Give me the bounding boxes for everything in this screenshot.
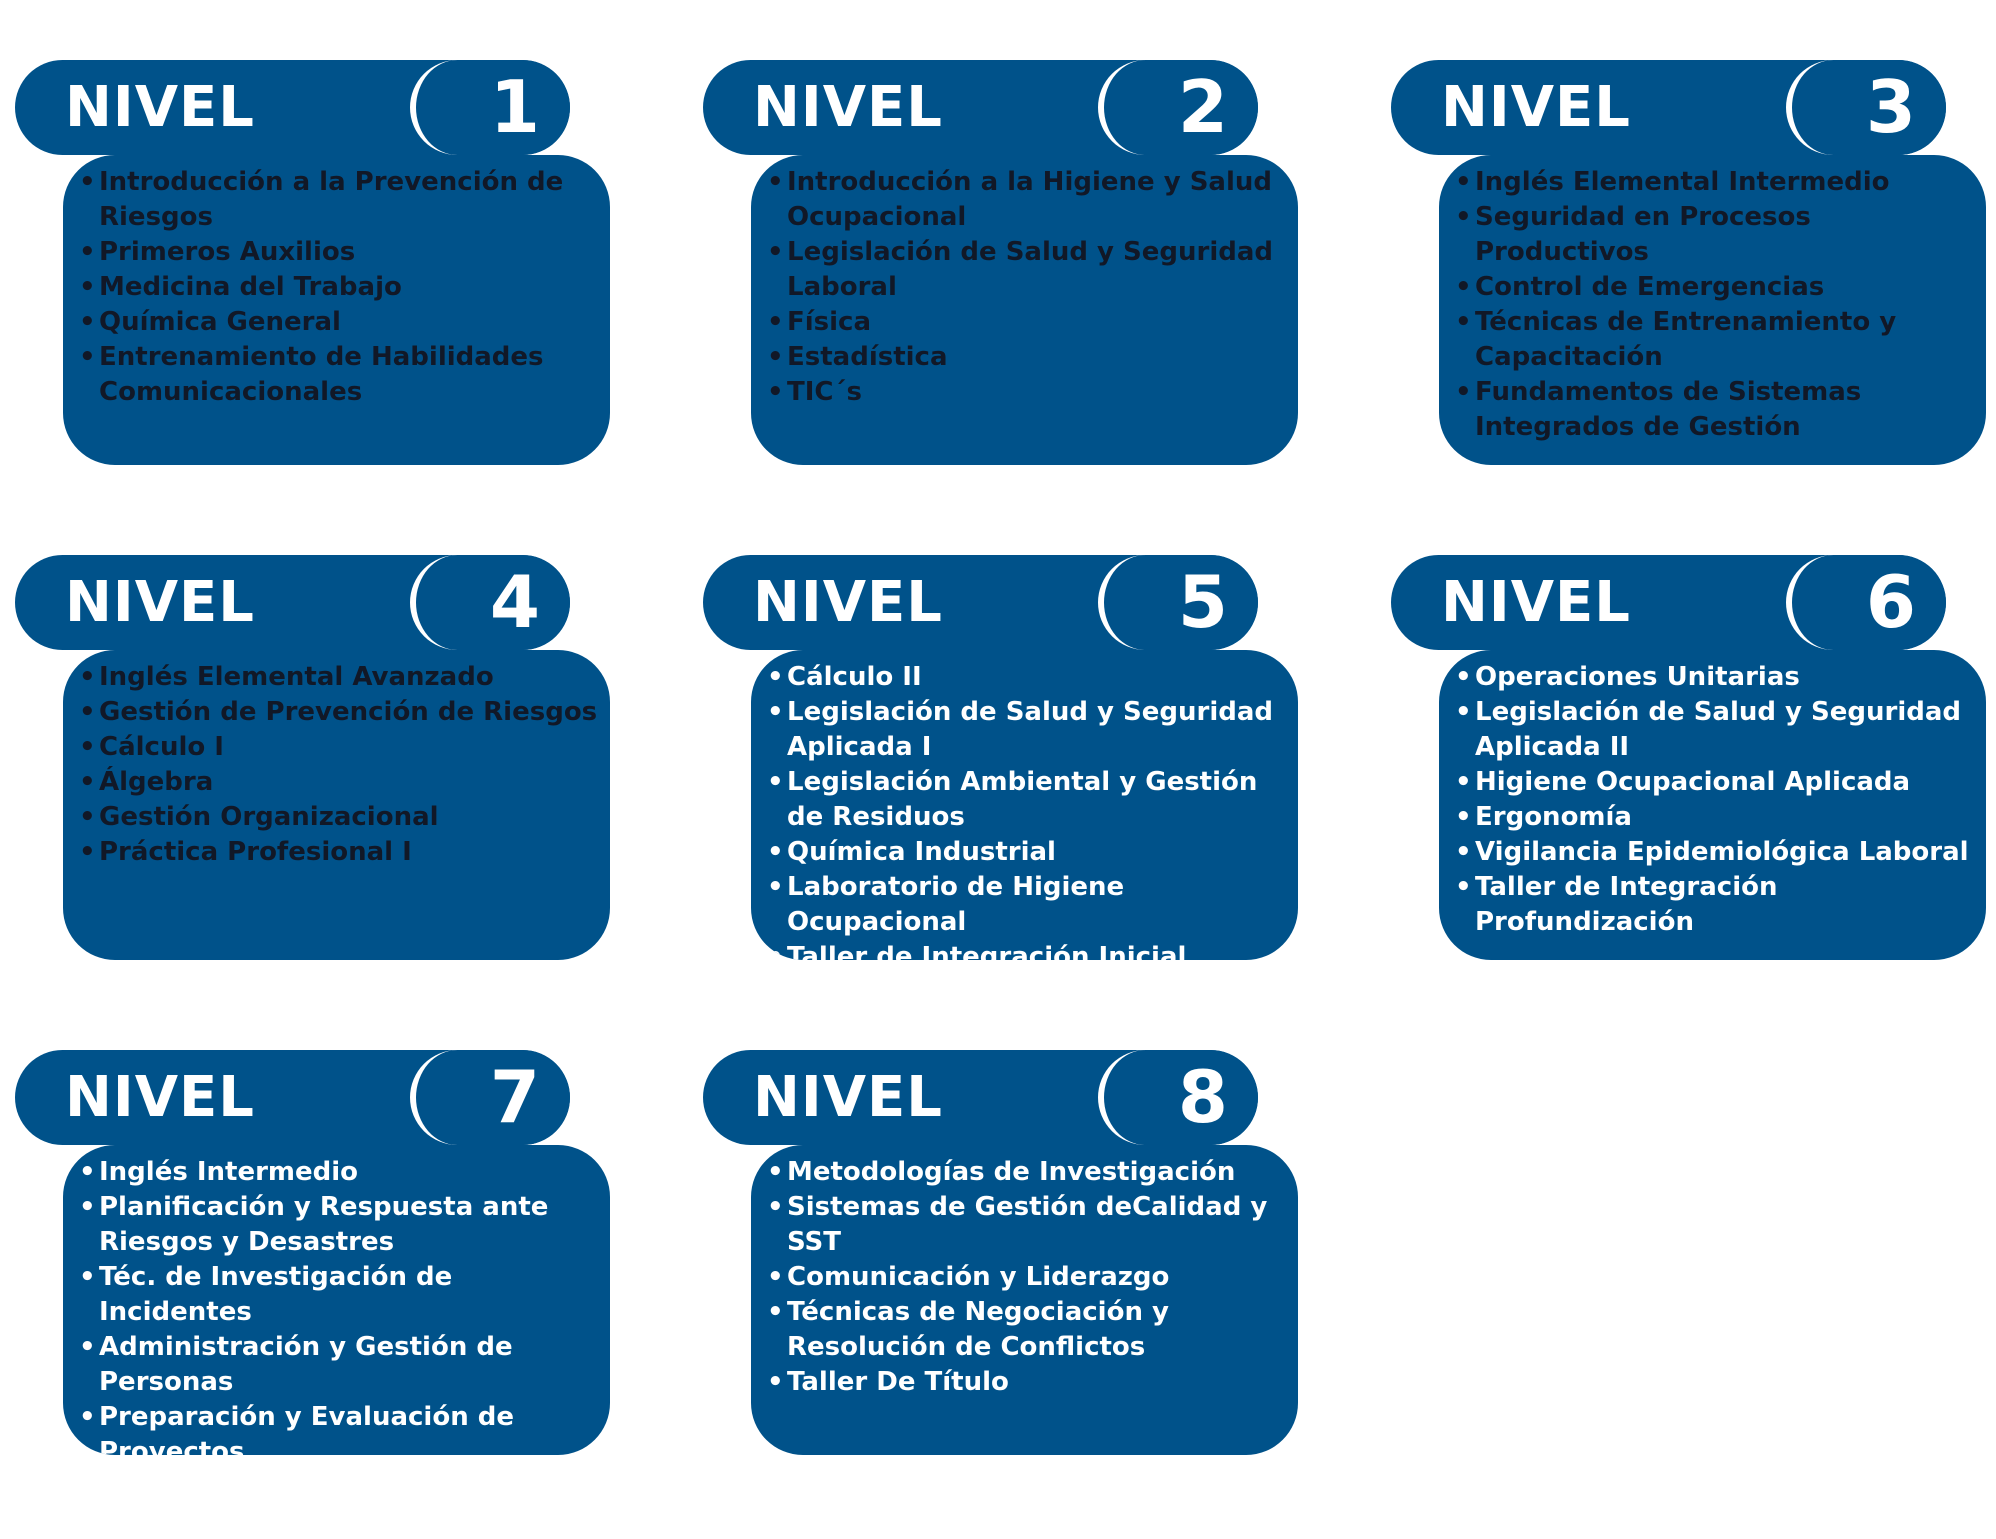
course-item: Laboratorio de Higiene Ocupacional — [767, 870, 1292, 940]
level-number: 8 — [1177, 1055, 1228, 1139]
level-label: NIVEL — [65, 570, 255, 635]
level-number: 7 — [489, 1055, 540, 1139]
course-item: Introducción a la Higiene y Salud Ocupac… — [767, 165, 1292, 235]
course-list-card: Introducción a la Prevención de RiesgosP… — [63, 155, 610, 465]
course-item: Inglés Intermedio — [79, 1155, 604, 1190]
level-number-tab: 3 — [1786, 60, 1946, 155]
course-item: Entrenamiento de Habilidades Comunicacio… — [79, 340, 604, 410]
course-item: Química Industrial — [767, 835, 1292, 870]
course-item: Gestión de Prevención de Riesgos — [79, 695, 604, 730]
course-item: Estadística — [767, 340, 1292, 375]
course-item: Metodologías de Investigación — [767, 1155, 1292, 1190]
course-item: Legislación de Salud y Seguridad Laboral — [767, 235, 1292, 305]
level-number-tab: 8 — [1098, 1050, 1258, 1145]
course-item: Física — [767, 305, 1292, 340]
course-list-card: Inglés Elemental IntermedioSeguridad en … — [1439, 155, 1986, 465]
course-list-card: Metodologías de InvestigaciónSistemas de… — [751, 1145, 1298, 1455]
course-list-card: Inglés IntermedioPlanificación y Respues… — [63, 1145, 610, 1455]
level-number: 4 — [489, 560, 540, 644]
level-card-8: NIVEL 8Metodologías de InvestigaciónSiste… — [688, 990, 1328, 1460]
course-list-card: Cálculo IILegislación de Salud y Segurid… — [751, 650, 1298, 960]
course-item: Cálculo II — [767, 660, 1292, 695]
course-item: Gestión Organizacional — [79, 800, 604, 835]
course-item: Téc. de Investigación de Incidentes — [79, 1260, 604, 1330]
course-item: Álgebra — [79, 765, 604, 800]
course-item: Inglés Elemental Intermedio — [1455, 165, 1980, 200]
course-item: Práctica Profesional I — [79, 835, 604, 870]
level-number-tab: 2 — [1098, 60, 1258, 155]
level-card-1: NIVEL 1Introducción a la Prevención de Ri… — [0, 0, 640, 470]
level-number-tab: 4 — [410, 555, 570, 650]
level-number-tab: 1 — [410, 60, 570, 155]
course-item: Preparación y Evaluación de Proyectos — [79, 1400, 604, 1455]
course-item: Primeros Auxilios — [79, 235, 604, 270]
level-card-4: NIVEL 4Inglés Elemental AvanzadoGestión d… — [0, 495, 640, 965]
course-item: Inglés Elemental Avanzado — [79, 660, 604, 695]
course-item: Legislación Ambiental y Gestión de Resid… — [767, 765, 1292, 835]
level-label: NIVEL — [1441, 75, 1631, 140]
course-item: Taller de Integración Profundización — [1455, 870, 1980, 940]
course-item: Planificación y Respuesta ante Riesgos y… — [79, 1190, 604, 1260]
course-list: Inglés IntermedioPlanificación y Respues… — [79, 1155, 604, 1455]
course-item: Administración y Gestión de Personas — [79, 1330, 604, 1400]
level-number-tab: 6 — [1786, 555, 1946, 650]
course-list: Operaciones UnitariasLegislación de Salu… — [1455, 660, 1980, 940]
level-card-3: NIVEL 3Inglés Elemental IntermedioSegurid… — [1376, 0, 1996, 470]
course-item: Técnicas de Entrenamiento y Capacitación — [1455, 305, 1980, 375]
course-list: Metodologías de InvestigaciónSistemas de… — [767, 1155, 1292, 1400]
level-card-2: NIVEL 2Introducción a la Higiene y Salud … — [688, 0, 1328, 470]
level-number: 6 — [1865, 560, 1916, 644]
course-item: Legislación de Salud y Seguridad Aplicad… — [767, 695, 1292, 765]
course-item: Comunicación y Liderazgo — [767, 1260, 1292, 1295]
course-list-card: Inglés Elemental AvanzadoGestión de Prev… — [63, 650, 610, 960]
level-label: NIVEL — [65, 75, 255, 140]
level-number-tab: 7 — [410, 1050, 570, 1145]
course-item: Técnicas de Negociación y Resolución de … — [767, 1295, 1292, 1365]
course-list-card: Operaciones UnitariasLegislación de Salu… — [1439, 650, 1986, 960]
course-item: Fundamentos de Sistemas Integrados de Ge… — [1455, 375, 1980, 445]
course-item: Vigilancia Epidemiológica Laboral — [1455, 835, 1980, 870]
level-label: NIVEL — [753, 1065, 943, 1130]
course-list-card: Introducción a la Higiene y Salud Ocupac… — [751, 155, 1298, 465]
level-label: NIVEL — [65, 1065, 255, 1130]
level-number: 3 — [1865, 65, 1916, 149]
course-item: Cálculo I — [79, 730, 604, 765]
level-label: NIVEL — [753, 75, 943, 140]
course-item: Química General — [79, 305, 604, 340]
course-item: Ergonomía — [1455, 800, 1980, 835]
level-card-5: NIVEL 5Cálculo IILegislación de Salud y S… — [688, 495, 1328, 965]
level-card-7: NIVEL 7Inglés IntermedioPlanificación y R… — [0, 990, 640, 1460]
level-label: NIVEL — [1441, 570, 1631, 635]
course-item: Legislación de Salud y Seguridad Aplicad… — [1455, 695, 1980, 765]
course-list: Introducción a la Prevención de RiesgosP… — [79, 165, 604, 410]
course-item: Operaciones Unitarias — [1455, 660, 1980, 695]
course-item: Taller De Título — [767, 1365, 1292, 1400]
course-item: Higiene Ocupacional Aplicada — [1455, 765, 1980, 800]
course-item: Taller de Integración Inicial — [767, 940, 1292, 960]
course-list: Inglés Elemental AvanzadoGestión de Prev… — [79, 660, 604, 870]
level-number: 5 — [1177, 560, 1228, 644]
level-label: NIVEL — [753, 570, 943, 635]
course-list: Inglés Elemental IntermedioSeguridad en … — [1455, 165, 1980, 445]
course-item: Seguridad en Procesos Productivos — [1455, 200, 1980, 270]
course-item: Introducción a la Prevención de Riesgos — [79, 165, 604, 235]
course-item: Medicina del Trabajo — [79, 270, 604, 305]
course-item: Sistemas de Gestión deCalidad y SST — [767, 1190, 1292, 1260]
level-card-6: NIVEL 6Operaciones UnitariasLegislación d… — [1376, 495, 1996, 965]
course-item: Control de Emergencias — [1455, 270, 1980, 305]
course-item: TIC´s — [767, 375, 1292, 410]
level-number: 1 — [489, 65, 540, 149]
level-number: 2 — [1177, 65, 1228, 149]
course-list: Introducción a la Higiene y Salud Ocupac… — [767, 165, 1292, 410]
level-number-tab: 5 — [1098, 555, 1258, 650]
course-list: Cálculo IILegislación de Salud y Segurid… — [767, 660, 1292, 960]
